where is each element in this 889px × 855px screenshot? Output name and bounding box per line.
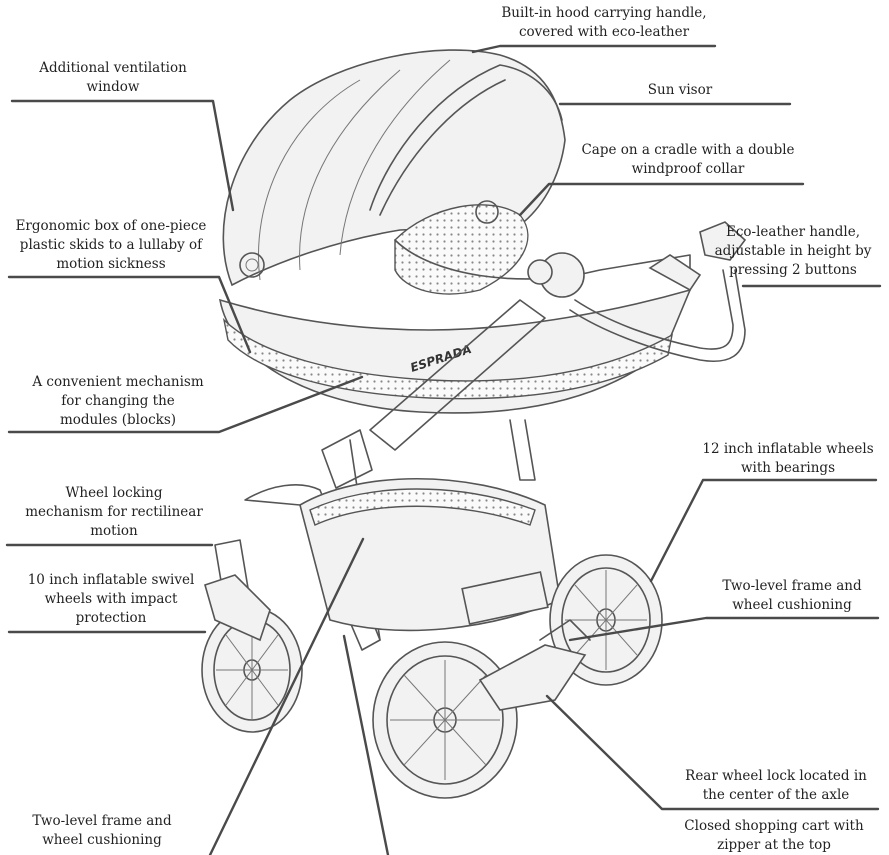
label-hood-handle: Built-in hood carrying handle, covered w…: [484, 4, 724, 42]
label-line: Rear wheel lock located in: [670, 767, 882, 786]
label-line: pressing 2 buttons: [700, 261, 886, 280]
label-line: zipper at the top: [668, 836, 880, 855]
label-line: 10 inch inflatable swivel: [8, 571, 214, 590]
label-line: modules (blocks): [20, 411, 216, 430]
label-line: wheels with impact: [8, 590, 214, 609]
label-frame-right: Two-level frame and wheel cushioning: [704, 577, 880, 615]
label-line: Additional ventilation: [18, 59, 208, 78]
leader-cape: [520, 184, 803, 215]
label-line: Ergonomic box of one-piece: [4, 217, 218, 236]
label-line: mechanism for rectilinear: [14, 503, 214, 522]
label-line: Two-level frame and: [704, 577, 880, 596]
front-left-wheel: [202, 575, 302, 732]
label-wheel-locking: Wheel locking mechanism for rectilinear …: [14, 484, 214, 541]
leader-ergonomic-box: [9, 277, 250, 352]
label-ventilation: Additional ventilation window: [18, 59, 208, 97]
leader-inflatable-12: [651, 480, 876, 581]
label-line: Closed shopping cart with: [668, 817, 880, 836]
label-line: plastic skids to a lullaby of: [4, 236, 218, 255]
label-frame-left: Two-level frame and wheel cushioning: [14, 812, 190, 850]
label-handle: Eco-leather handle, adjustable in height…: [700, 223, 886, 280]
label-line: windproof collar: [566, 160, 810, 179]
label-line: for changing the: [20, 392, 216, 411]
rear-wheel: [373, 642, 517, 798]
label-mechanism: A convenient mechanism for changing the …: [20, 373, 216, 430]
label-line: Eco-leather handle,: [700, 223, 886, 242]
label-line: Wheel locking: [14, 484, 214, 503]
label-line: window: [18, 78, 208, 97]
label-cart: Closed shopping cart with zipper at the …: [668, 817, 880, 855]
label-swivel-10: 10 inch inflatable swivel wheels with im…: [8, 571, 214, 628]
label-cape: Cape on a cradle with a double windproof…: [566, 141, 810, 179]
label-inflatable-12: 12 inch inflatable wheels with bearings: [690, 440, 886, 478]
label-line: Built-in hood carrying handle,: [484, 4, 724, 23]
leader-ventilation: [12, 101, 233, 210]
label-line: Cape on a cradle with a double: [566, 141, 810, 160]
label-line: wheel cushioning: [704, 596, 880, 615]
leader-hood-handle: [473, 46, 715, 52]
label-line: motion sickness: [4, 255, 218, 274]
label-line: wheel cushioning: [14, 831, 190, 850]
label-line: protection: [8, 609, 214, 628]
label-line: with bearings: [690, 459, 886, 478]
label-line: Sun visor: [620, 81, 740, 100]
label-line: covered with eco-leather: [484, 23, 724, 42]
rear-axle: [480, 645, 585, 710]
label-line: the center of the axle: [670, 786, 882, 805]
label-ergonomic-box: Ergonomic box of one-piece plastic skids…: [4, 217, 218, 274]
label-line: motion: [14, 522, 214, 541]
label-sun-visor: Sun visor: [620, 81, 740, 100]
label-line: Two-level frame and: [14, 812, 190, 831]
label-line: 12 inch inflatable wheels: [690, 440, 886, 459]
label-line: adjustable in height by: [700, 242, 886, 261]
label-line: A convenient mechanism: [20, 373, 216, 392]
label-rear-lock: Rear wheel lock located in the center of…: [670, 767, 882, 805]
